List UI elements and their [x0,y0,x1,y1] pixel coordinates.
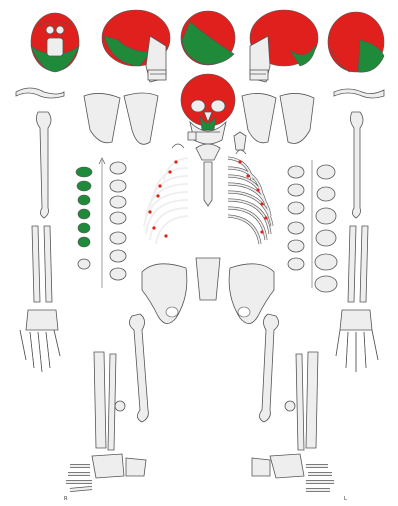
foot-left [66,454,146,490]
skull-posterior [328,12,384,72]
hand-right [336,310,378,372]
cervical-vertebrae [76,167,92,269]
thoracic-vertebrae-right [288,166,304,270]
ribs-right [228,158,272,244]
femur-left [129,314,148,422]
tibia-fibula-left [94,352,116,450]
patella-left [115,401,125,411]
pelvis [142,258,274,324]
arm-right-side-left [32,112,52,302]
scapula-right-2 [280,93,314,143]
clavicle-left [16,88,64,98]
tibia-fibula-right [296,352,318,450]
scapula-left-1 [84,93,120,142]
footnote-right: L [344,497,347,502]
skull-superior-view [31,13,79,72]
skull-left-lateral [102,10,170,82]
foot-right [252,454,334,490]
hand-left [20,310,60,372]
femur-right [259,314,278,422]
arm-left-side-right [348,112,368,302]
clavicle-right [334,89,384,98]
footnote-left: R [64,497,67,502]
scapula-right-1 [242,93,276,142]
sternum [204,162,212,206]
scapula-left-2 [124,93,158,144]
lumbar-vertebrae [315,165,337,292]
patella-right [285,401,295,411]
skull-anterior-superior [181,11,235,65]
thoracic-vertebrae-left [110,162,126,280]
skull-right-lateral [250,10,318,82]
ribs-left [144,158,188,244]
